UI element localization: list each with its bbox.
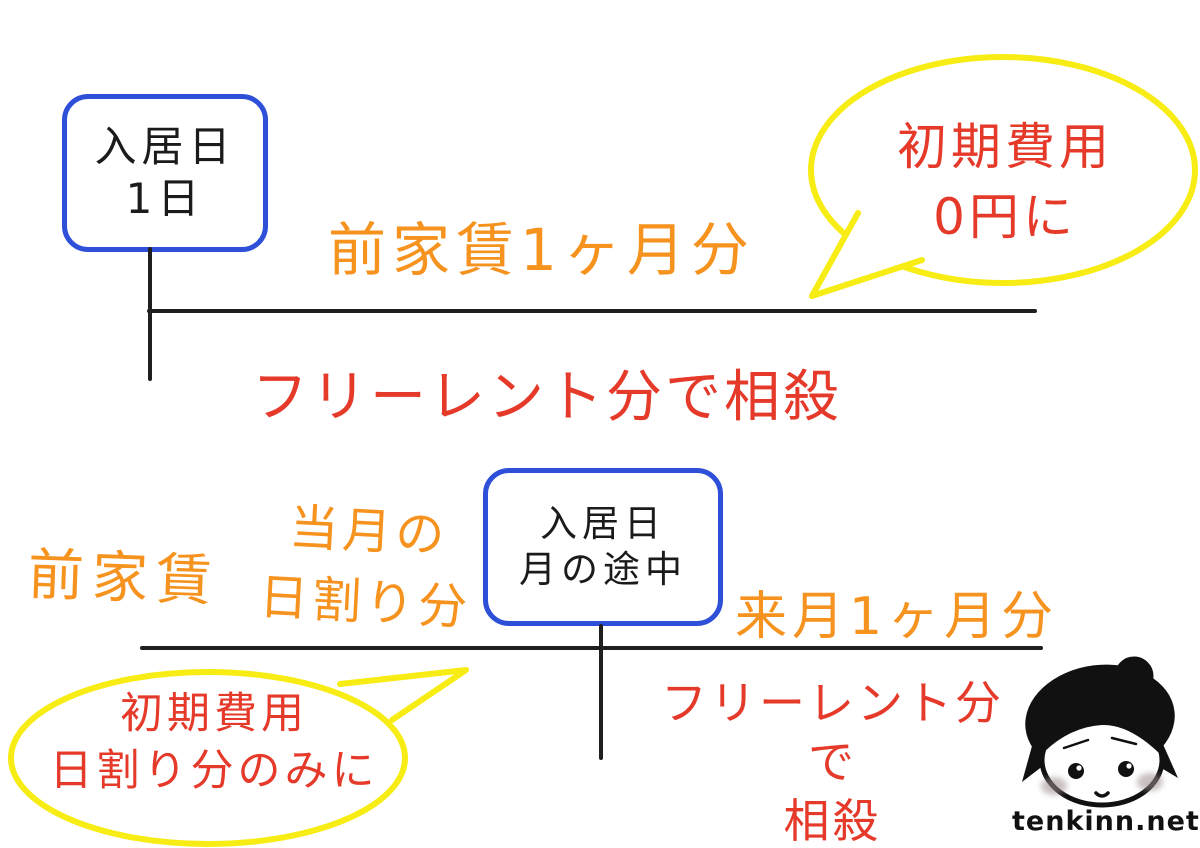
mascot-eye-right bbox=[1118, 761, 1134, 777]
bubble1-text: 初期費用 0円に bbox=[822, 112, 1188, 252]
prorated-label-line2: 日割り分 bbox=[257, 568, 473, 637]
movein-midmonth-box-line2: 月の途中 bbox=[519, 548, 687, 591]
mascot-blush-left bbox=[1041, 777, 1067, 795]
speech-bubble-prorated-only bbox=[8, 667, 469, 847]
bubble1-line2: 0円に bbox=[933, 188, 1077, 246]
movein-midmonth-box: 入居日 月の途中 bbox=[483, 468, 723, 626]
timeline2-line bbox=[140, 646, 1043, 650]
mascot-mouth bbox=[1094, 791, 1110, 798]
bubble2-text: 初期費用 日割り分のみに bbox=[18, 686, 410, 800]
mascot-eye-left bbox=[1068, 763, 1084, 779]
movein-midmonth-box-line1: 入居日 bbox=[540, 501, 666, 545]
site-watermark: tenkinn.net bbox=[1012, 806, 1200, 837]
movein-day1-box-line2: 1日 bbox=[125, 174, 205, 223]
offset2-line1: フリーレント分で bbox=[661, 676, 1004, 789]
free-rent-offset-label-2: フリーレント分で 相殺 bbox=[640, 674, 1025, 848]
bubble1-line1: 初期費用 bbox=[897, 118, 1113, 176]
bubble2-line1: 初期費用 bbox=[120, 689, 308, 739]
timeline2-tick bbox=[599, 624, 603, 760]
free-rent-offset-label-1: フリーレント分で相殺 bbox=[252, 365, 842, 430]
movein-day1-box-line1: 入居日 bbox=[94, 121, 236, 171]
mascot-fringe bbox=[1044, 708, 1162, 756]
timeline1-line bbox=[147, 309, 1037, 313]
advance-rent-label-2: 前家賃 bbox=[26, 542, 221, 615]
prorated-current-month-label: 当月の 日割り分 bbox=[248, 490, 485, 644]
offset2-line2: 相殺 bbox=[783, 793, 882, 848]
next-month-rent-label: 来月1ヶ月分 bbox=[735, 587, 1059, 647]
bubble2-line2: 日割り分のみに bbox=[49, 745, 379, 796]
advance-rent-one-month-label: 前家賃1ヶ月分 bbox=[328, 216, 755, 284]
timeline1-tick bbox=[148, 247, 152, 381]
mascot-blush-right bbox=[1137, 773, 1163, 791]
prorated-label-line1: 当月の bbox=[287, 498, 450, 565]
mascot-girl-face-icon bbox=[1022, 653, 1178, 808]
speech-bubble-zero-initial-cost bbox=[808, 54, 1198, 299]
movein-day1-box: 入居日 1日 bbox=[62, 94, 268, 252]
